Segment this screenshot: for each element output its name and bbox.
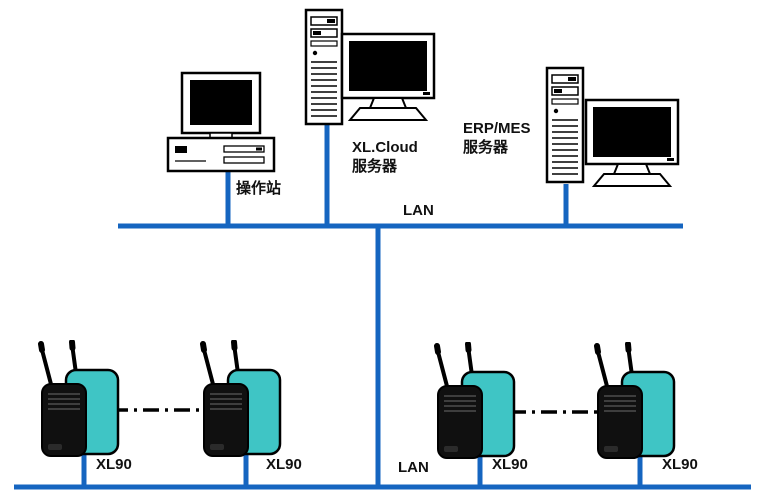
erp-server-monitor-graphic: [584, 98, 680, 188]
xl90-device-1: [30, 340, 130, 458]
erp-server-label: ERP/MES 服务器: [463, 119, 531, 157]
erp-server-tower-graphic: [545, 66, 585, 184]
erp-server-label-line1: ERP/MES: [463, 120, 531, 137]
erp-server-label-line2: 服务器: [463, 139, 509, 156]
xl90-label-3: XL90: [492, 456, 528, 473]
cloud-server-tower-graphic: [304, 8, 344, 126]
xl90-device-4: [586, 342, 686, 460]
xl90-device-3: [426, 342, 526, 460]
xl90-device-2: [192, 340, 292, 458]
cloud-server-label: XL.Cloud 服务器: [352, 138, 418, 176]
top-lan-label: LAN: [403, 202, 434, 219]
xl90-label-4: XL90: [662, 456, 698, 473]
cloud-server-monitor-graphic: [340, 32, 436, 122]
cloud-server-label-line1: XL.Cloud: [352, 139, 418, 156]
workstation-graphic: [166, 71, 276, 173]
xl90-label-2: XL90: [266, 456, 302, 473]
bottom-lan-label: LAN: [398, 459, 429, 476]
cloud-server-label-line2: 服务器: [352, 158, 398, 175]
workstation-label: 操作站: [236, 180, 282, 197]
xl90-label-1: XL90: [96, 456, 132, 473]
